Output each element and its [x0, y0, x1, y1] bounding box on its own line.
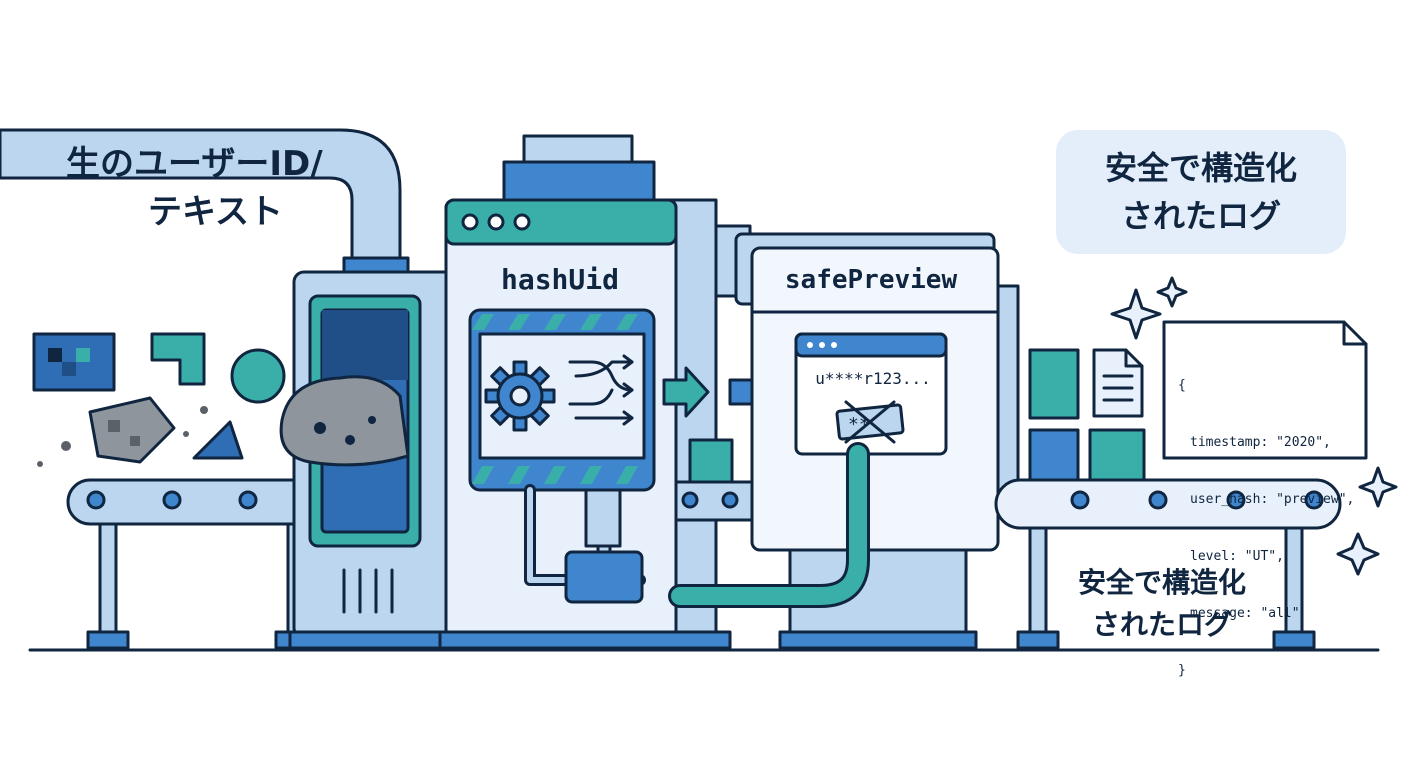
log-line-level: level: "UT", — [1190, 549, 1284, 564]
sparkle-icon — [1110, 288, 1162, 340]
raw-data-debris — [32, 332, 410, 467]
raw-input-label-line2: テキスト — [148, 192, 283, 232]
document-icon — [1092, 348, 1144, 418]
hash-machine — [438, 134, 752, 650]
sparkle-icon — [1358, 466, 1398, 508]
safe-output-bottom-line1: 安全で構造化 — [1077, 566, 1246, 599]
log-document-text: { timestamp: "2020", user_hash: "preview… — [1178, 338, 1354, 699]
log-line-user-hash: user_hash: "preview", — [1190, 492, 1355, 507]
log-line-timestamp: timestamp: "2020", — [1190, 435, 1331, 450]
preview-machine-title: safePreview — [784, 265, 958, 295]
safe-output-label-top: 安全で構造化 されたログ — [1056, 130, 1346, 254]
shuffle-arrows-icon — [568, 354, 634, 426]
gear-icon — [484, 360, 556, 432]
log-line-message: message: "all" — [1190, 606, 1300, 621]
masked-tag-icon: ** — [835, 400, 905, 444]
svg-text:**: ** — [848, 414, 870, 435]
safe-output-bottom-line2: されたログ — [1091, 608, 1232, 641]
log-document — [1162, 320, 1368, 460]
safe-output-label-bottom: 安全で構造化 されたログ — [1042, 562, 1282, 646]
sparkle-icon — [1156, 276, 1188, 308]
raw-input-label: 生のユーザーID/ テキスト — [66, 140, 323, 236]
log-open-brace: { — [1178, 378, 1186, 393]
hash-machine-title: hashUid — [500, 263, 619, 296]
preview-machine: ** — [668, 232, 1020, 650]
log-close-brace: } — [1178, 663, 1186, 678]
output-conveyor — [994, 478, 1342, 650]
arrow-right-icon — [662, 366, 710, 418]
middle-conveyor — [674, 438, 758, 522]
safe-output-top-line1: 安全で構造化 — [1104, 149, 1297, 187]
output-blocks — [1028, 348, 1146, 482]
raw-input-label-line1: 生のユーザーID/ — [66, 144, 323, 184]
sparkle-icon — [1336, 532, 1380, 576]
safe-output-top-line2: されたログ — [1120, 197, 1281, 235]
masked-user-id: u****r123... — [815, 369, 931, 388]
